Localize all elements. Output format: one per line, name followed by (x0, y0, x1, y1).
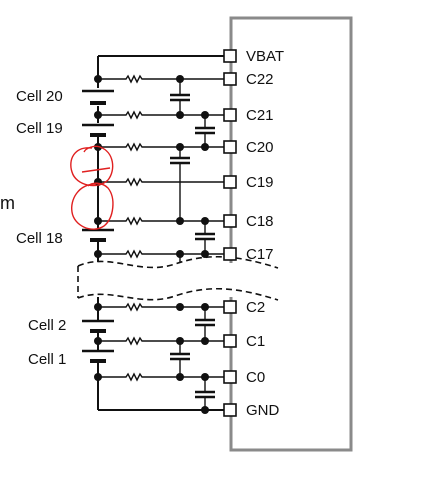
pin-label-c21: C21 (246, 107, 274, 124)
pin-label-c18: C18 (246, 213, 274, 230)
edge-text: m (0, 193, 15, 213)
pin-label-c17: C17 (246, 246, 274, 263)
filter-capacitors (170, 79, 215, 410)
cell-label-18: Cell 18 (16, 230, 63, 247)
pin-label-c20: C20 (246, 139, 274, 156)
pin-c17-square (223, 247, 237, 261)
pin-label-gnd: GND (246, 402, 280, 419)
pin-c1-square (223, 334, 237, 348)
pin-c20-square (223, 140, 237, 154)
sense-lines (98, 74, 224, 382)
pin-c18-square (223, 214, 237, 228)
pin-c2-square (223, 300, 237, 314)
red-annotation-loops (70, 145, 114, 230)
ic-body (229, 16, 353, 452)
pin-gnd-square (223, 403, 237, 417)
cell-20-symbol (82, 89, 114, 105)
omitted-section-break (74, 256, 279, 301)
cell-19-symbol (82, 123, 114, 137)
pin-c0-square (223, 370, 237, 384)
pin-c21-square (223, 108, 237, 122)
pin-c22-square (223, 72, 237, 86)
pin-label-vbat: VBAT (246, 48, 284, 65)
cell-label-2: Cell 2 (28, 317, 66, 334)
cell-2-symbol (82, 319, 114, 333)
junction-dots (94, 75, 209, 414)
pin-labels: VBAT C22 C21 C20 C19 C18 C17 C2 C1 C0 GN… (246, 48, 284, 419)
cell-labels: Cell 20 Cell 19 Cell 18 Cell 2 Cell 1 (16, 88, 66, 368)
cell-18-symbol (82, 228, 114, 242)
cell-label-1: Cell 1 (28, 351, 66, 368)
pin-label-c22: C22 (246, 71, 274, 88)
cell-label-20: Cell 20 (16, 88, 63, 105)
pin-c19-square (223, 175, 237, 189)
pin-label-c0: C0 (246, 369, 265, 386)
pin-label-c19: C19 (246, 174, 274, 191)
cell-label-19: Cell 19 (16, 120, 63, 137)
pin-label-c2: C2 (246, 299, 265, 316)
pin-squares (223, 49, 237, 417)
pin-label-c1: C1 (246, 333, 265, 350)
pin-vbat-square (223, 49, 237, 63)
cell-1-symbol (82, 349, 114, 363)
battery-cells (82, 89, 114, 363)
